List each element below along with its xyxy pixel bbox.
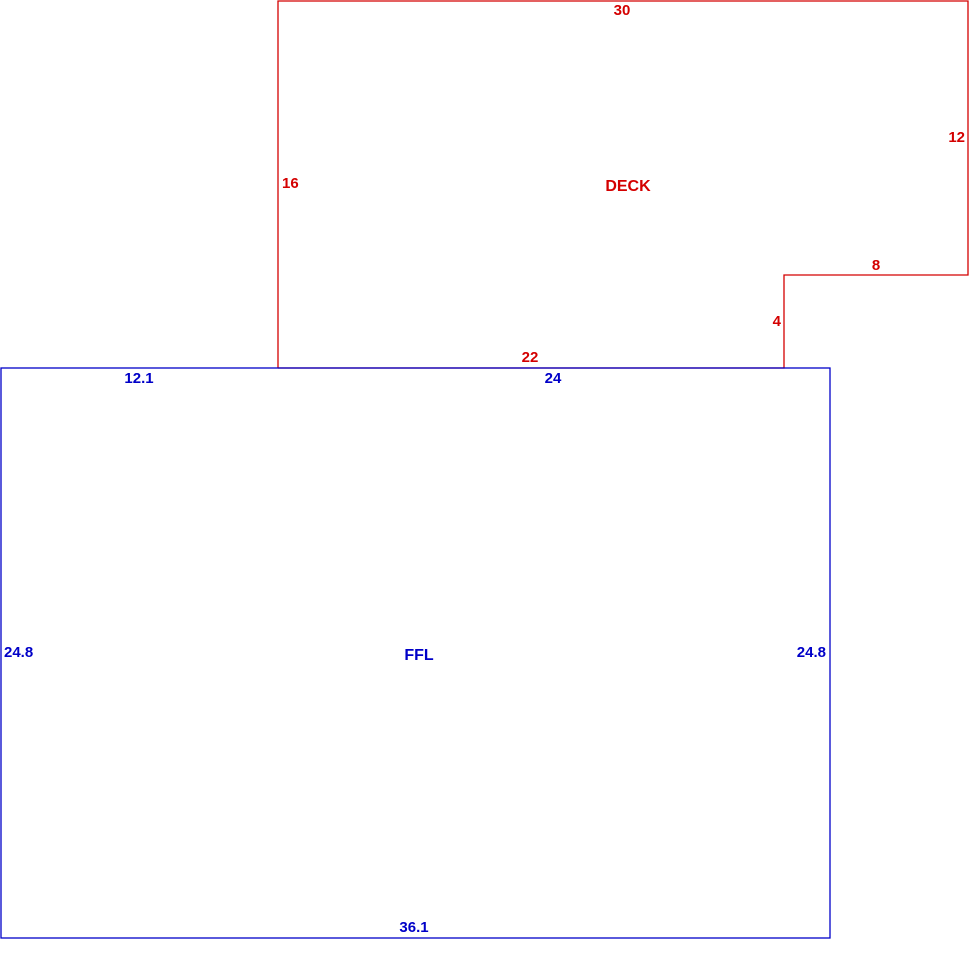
ffl-dim-right: 24.8 [797,644,826,661]
ffl-dim-bottom: 36.1 [399,919,428,936]
deck-dim-step-horizontal: 8 [872,257,880,274]
ffl-area-name: FFL [404,647,434,664]
deck-dim-right-upper: 12 [948,129,965,146]
deck-dim-step-vertical: 4 [773,313,782,330]
ffl-dim-top-left-segment: 12.1 [124,370,153,387]
deck-area-name: DECK [605,178,651,195]
ffl-dim-left: 24.8 [4,644,33,661]
deck-dim-top: 30 [614,2,631,19]
deck-dim-bottom: 22 [522,349,539,366]
deck-dim-left: 16 [282,175,299,192]
ffl-dim-top-right-segment: 24 [545,370,562,387]
ffl-outline [0,367,831,939]
